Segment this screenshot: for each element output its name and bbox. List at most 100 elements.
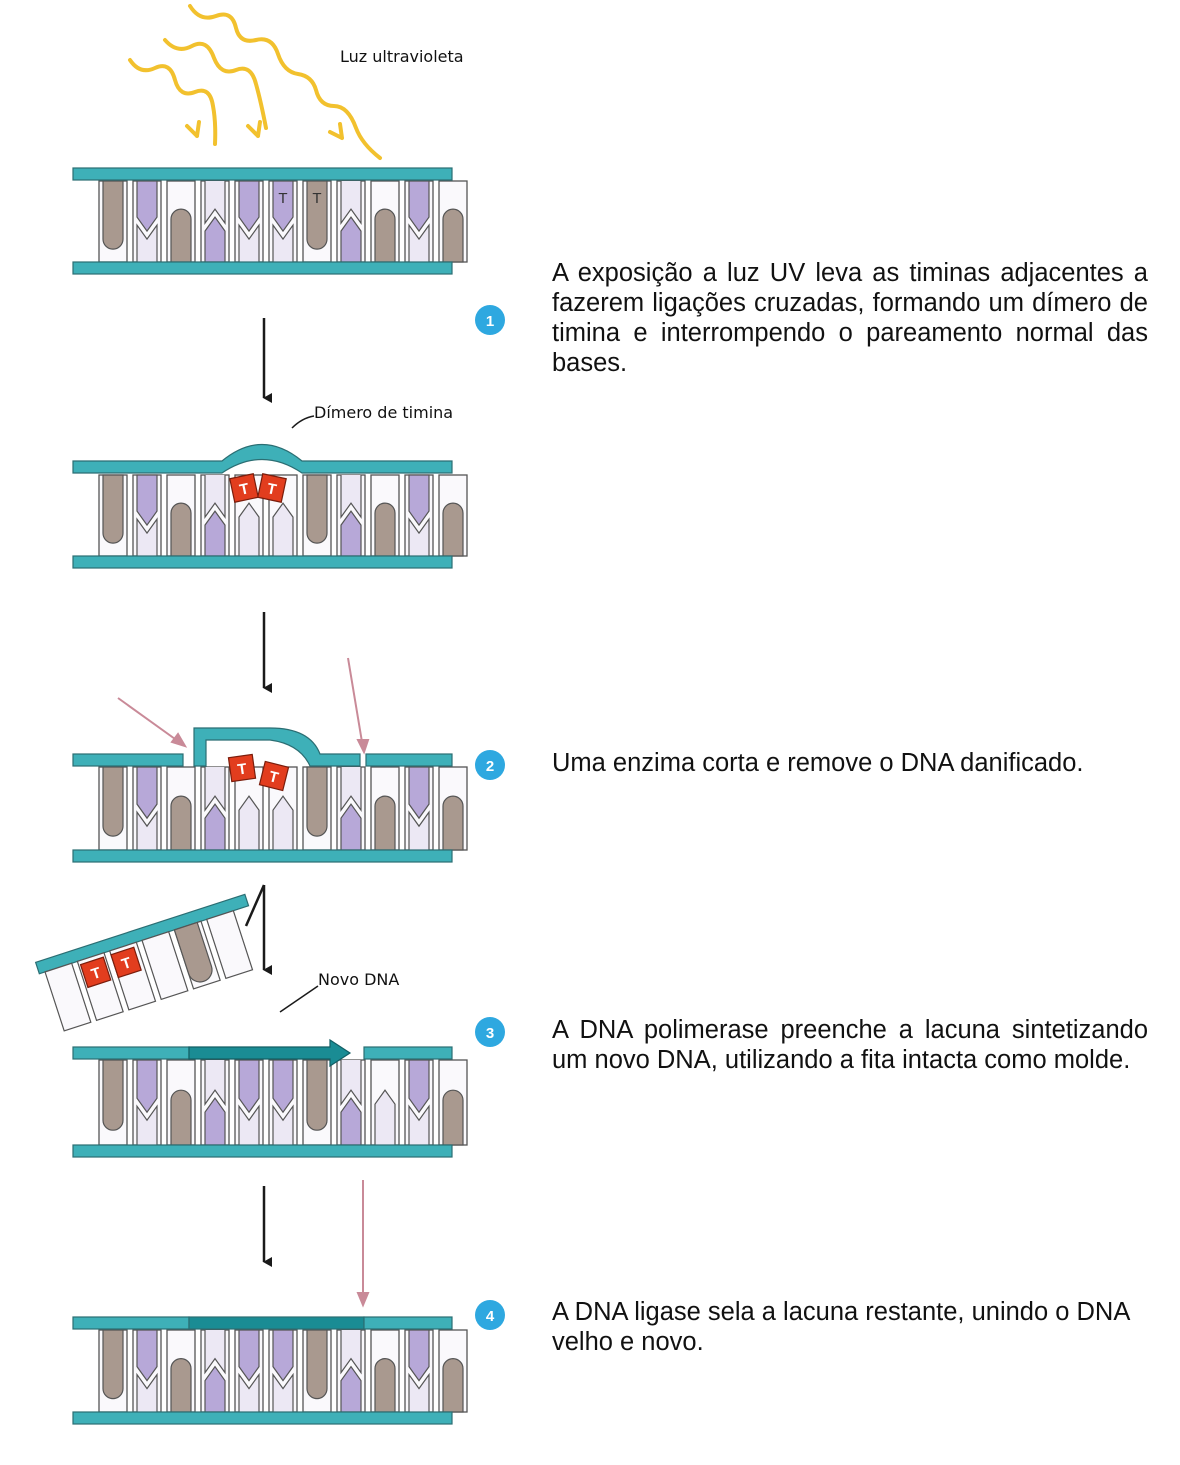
step-2-description: Uma enzima corta e remove o DNA danifica… [552, 749, 1084, 777]
base-brown [374, 1358, 396, 1413]
base-pair [200, 474, 230, 557]
base-pair [438, 180, 468, 263]
backbone-top [72, 167, 453, 181]
base-pair [200, 766, 230, 851]
dimer-square [110, 946, 142, 979]
base-purple [408, 180, 430, 233]
step-1-description: A exposição a luz UV leva as timinas adj… [552, 259, 1148, 377]
base-pair [336, 766, 366, 851]
backbone-top-right [363, 1316, 453, 1330]
base-pair [166, 1329, 196, 1413]
backbone-top-old [72, 1046, 190, 1060]
base-pair [98, 1059, 128, 1146]
base-pair [132, 180, 162, 263]
base-light [136, 517, 158, 556]
base-pair [132, 474, 162, 557]
base-light [272, 502, 294, 556]
svg-text:1: 1 [486, 313, 494, 330]
base-pair [336, 474, 366, 557]
base-light [204, 767, 226, 813]
excised-base [205, 909, 254, 980]
base-pair [336, 1329, 366, 1413]
base-light [340, 767, 362, 813]
base-pair [370, 1329, 400, 1413]
step-4-description: A DNA ligase sela a lacuna restante, uni… [552, 1298, 1129, 1356]
base-brown [102, 1329, 124, 1400]
base-light [408, 1104, 430, 1145]
base-light [136, 1104, 158, 1145]
new-dna-leader-line [279, 985, 319, 1013]
base-pair [370, 1059, 400, 1146]
base-purple [238, 1059, 260, 1114]
step-badge-2: 2 [475, 750, 505, 780]
base-pair [438, 1059, 468, 1146]
backbone-top-old [72, 1316, 190, 1330]
base-brown [102, 474, 124, 544]
base-brown [170, 502, 192, 557]
excised-strand: TT [34, 893, 254, 1032]
dimer-square [229, 473, 259, 503]
base-purple [136, 474, 158, 527]
step-badge-3: 3 [475, 1017, 505, 1047]
backbone-top-right [365, 753, 453, 767]
base-brown [170, 795, 192, 851]
base-purple [408, 1059, 430, 1114]
step-3-description: A DNA polimerase preenche a lacuna sinte… [552, 1016, 1148, 1074]
base-pair [166, 1059, 196, 1146]
excised-base [44, 962, 92, 1032]
base-pair [268, 1329, 298, 1413]
backbone-lifted [193, 727, 361, 767]
base-pair [302, 1329, 332, 1413]
base-light [408, 810, 430, 850]
step-badge-4: 4 [475, 1300, 505, 1330]
backbone-bottom [72, 261, 453, 275]
base-purple [136, 1329, 158, 1382]
backbone-top-right [363, 1046, 453, 1060]
svg-text:3: 3 [486, 1025, 494, 1042]
base-light [272, 223, 294, 262]
base-purple [136, 180, 158, 233]
base-light [136, 223, 158, 262]
base-pair [370, 474, 400, 557]
thymine-dimer-label: Dímero de timina [314, 403, 453, 422]
thymine-dimer-block: T [227, 753, 257, 783]
dimer-letter: T [267, 768, 280, 787]
base-brown [374, 795, 396, 851]
base-pair [98, 180, 128, 263]
base-brown [374, 208, 396, 263]
base-pair [438, 766, 468, 851]
base-pair [336, 1059, 366, 1146]
cut-arrowhead-left [170, 732, 188, 748]
base-purple [408, 474, 430, 527]
backbone-bottom [72, 555, 453, 569]
dimer-letter: T [265, 480, 278, 499]
base-pair [302, 474, 332, 557]
base-brown [374, 502, 396, 557]
base-light [272, 1104, 294, 1145]
base-pair [404, 474, 434, 557]
base-pair [132, 766, 162, 851]
base-light [238, 795, 260, 850]
base-brown [170, 1358, 192, 1413]
base-light [272, 795, 294, 850]
uv-light-rays [128, 4, 382, 160]
base-pair [302, 1059, 332, 1146]
dna-strand-synthesis [72, 1038, 468, 1158]
base-brown [306, 766, 328, 837]
base-brown [102, 1059, 124, 1131]
base-purple [272, 1059, 294, 1114]
base-light [374, 1089, 396, 1145]
backbone-bottom [72, 849, 453, 863]
base-pair [336, 180, 366, 263]
backbone-bottom [72, 1144, 453, 1158]
new-dna-label: Novo DNA [318, 970, 399, 989]
excised-base [141, 931, 189, 1001]
base-light [238, 502, 260, 556]
backbone-bottom [72, 1411, 453, 1425]
base-pair [438, 1329, 468, 1413]
dimer-square [227, 753, 257, 783]
excised-brown [173, 921, 213, 983]
dimer-square [79, 956, 112, 989]
